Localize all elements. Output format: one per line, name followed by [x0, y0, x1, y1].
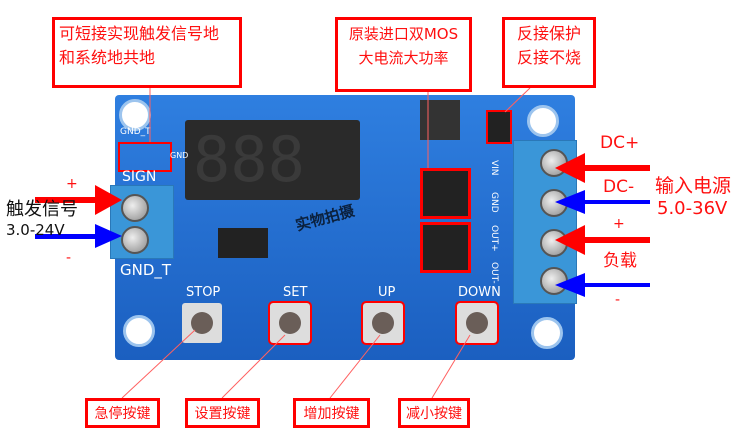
set-button[interactable] [268, 301, 312, 345]
regulator-chip [420, 100, 460, 140]
up-button[interactable] [361, 301, 405, 345]
protection-diode [486, 110, 512, 144]
display-digits: 888 [193, 123, 305, 196]
leader-line [504, 87, 531, 113]
screw-terminal[interactable] [121, 194, 149, 222]
callout-trigger-ground: 可短接实现触发信号地 和系统地共地 [52, 17, 242, 88]
power-load-terminal-block [513, 140, 577, 304]
screw-terminal[interactable] [121, 226, 149, 254]
callout-dual-mos: 原装进口双MOS 大电流大功率 [335, 17, 472, 92]
trigger-voltage-range: 3.0-24V [6, 221, 65, 239]
mount-hole [531, 317, 563, 349]
down-button[interactable] [455, 301, 499, 345]
callout-reverse-protection: 反接保护 反接不烧 [502, 17, 596, 88]
silk-gnd-t: GND_T [120, 261, 172, 279]
callout-stop-button: 急停按键 [85, 398, 160, 428]
callout-up-button: 增加按键 [293, 398, 370, 428]
leader-line [121, 329, 196, 399]
dc-minus-label: DC- [603, 177, 635, 197]
mos-chip [420, 168, 471, 219]
load-plus-label: + [613, 216, 625, 232]
leader-line [431, 334, 471, 399]
trigger-terminal-block [110, 185, 174, 259]
silk-gnd: GND [170, 151, 189, 160]
callout-down-button: 减小按键 [398, 398, 470, 428]
dc-plus-arrow [555, 153, 650, 183]
screw-terminal[interactable] [540, 267, 568, 295]
trigger-signal-label: 触发信号 [6, 199, 78, 220]
silk-out-plus: OUT+ [488, 225, 499, 252]
load-label: 负载 [603, 251, 637, 271]
silk-sign: SIGN [122, 169, 157, 185]
silk-vin: VIN [488, 160, 499, 176]
silk-stop: STOP [186, 285, 221, 300]
power-voltage-range: 5.0-36V [657, 198, 728, 219]
trigger-plus-label: + [66, 176, 78, 192]
mos-chip [420, 222, 471, 273]
seven-segment-display: 888 [185, 120, 360, 200]
load-plus-arrow [555, 225, 650, 255]
silk-set: SET [283, 285, 308, 300]
callout-line: 反接不烧 [516, 48, 581, 67]
dc-plus-label: DC+ [600, 133, 640, 153]
trigger-minus-label: - [66, 250, 72, 266]
callout-line: 和系统地共地 [59, 48, 156, 67]
dc-minus-arrow [555, 190, 650, 214]
mount-hole [527, 105, 559, 137]
load-minus-arrow [555, 273, 650, 297]
silk-gnd-right: GND [488, 192, 499, 213]
optocoupler-chip [218, 228, 268, 258]
silk-gnd-t-top: GND_T [120, 127, 151, 137]
silk-out-minus: OUT- [488, 262, 499, 284]
power-input-label: 输入电源 [655, 175, 732, 197]
stop-button[interactable] [182, 303, 222, 343]
load-minus-label: - [615, 292, 621, 308]
gnd-jumper-highlight [118, 142, 172, 172]
callout-line: 大电流大功率 [358, 49, 449, 67]
callout-line: 原装进口双MOS [348, 25, 459, 43]
leader-line [221, 334, 286, 399]
silk-down: DOWN [458, 285, 501, 300]
trigger-minus-arrow [35, 224, 122, 248]
trigger-plus-arrow [35, 185, 122, 215]
callout-set-button: 设置按键 [185, 398, 260, 428]
leader-line [329, 334, 381, 399]
silk-up: UP [378, 285, 396, 300]
mount-hole [123, 315, 155, 347]
callout-line: 可短接实现触发信号地 [59, 24, 220, 43]
callout-line: 反接保护 [516, 24, 581, 43]
